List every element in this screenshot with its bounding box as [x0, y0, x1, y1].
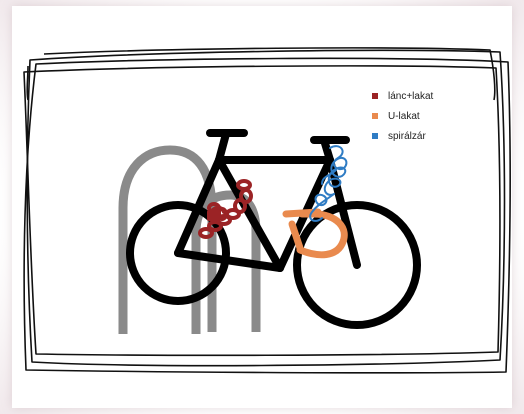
bike-rack-icon	[123, 150, 256, 334]
legend-label-chain-lock: lánc+lakat	[388, 91, 433, 102]
legend-swatch-spiral-lock	[372, 133, 378, 139]
legend-swatch-u-lock	[372, 113, 378, 119]
bicycle-icon	[130, 133, 417, 325]
legend-item-spiral-lock: spirálzár	[372, 126, 433, 146]
legend-swatch-chain-lock	[372, 93, 378, 99]
legend: lánc+lakat U-lakat spirálzár	[372, 86, 433, 146]
legend-item-chain-lock: lánc+lakat	[372, 86, 433, 106]
sketch-border	[24, 48, 510, 373]
legend-label-u-lock: U-lakat	[388, 111, 420, 122]
legend-item-u-lock: U-lakat	[372, 106, 433, 126]
legend-label-spiral-lock: spirálzár	[388, 131, 426, 142]
